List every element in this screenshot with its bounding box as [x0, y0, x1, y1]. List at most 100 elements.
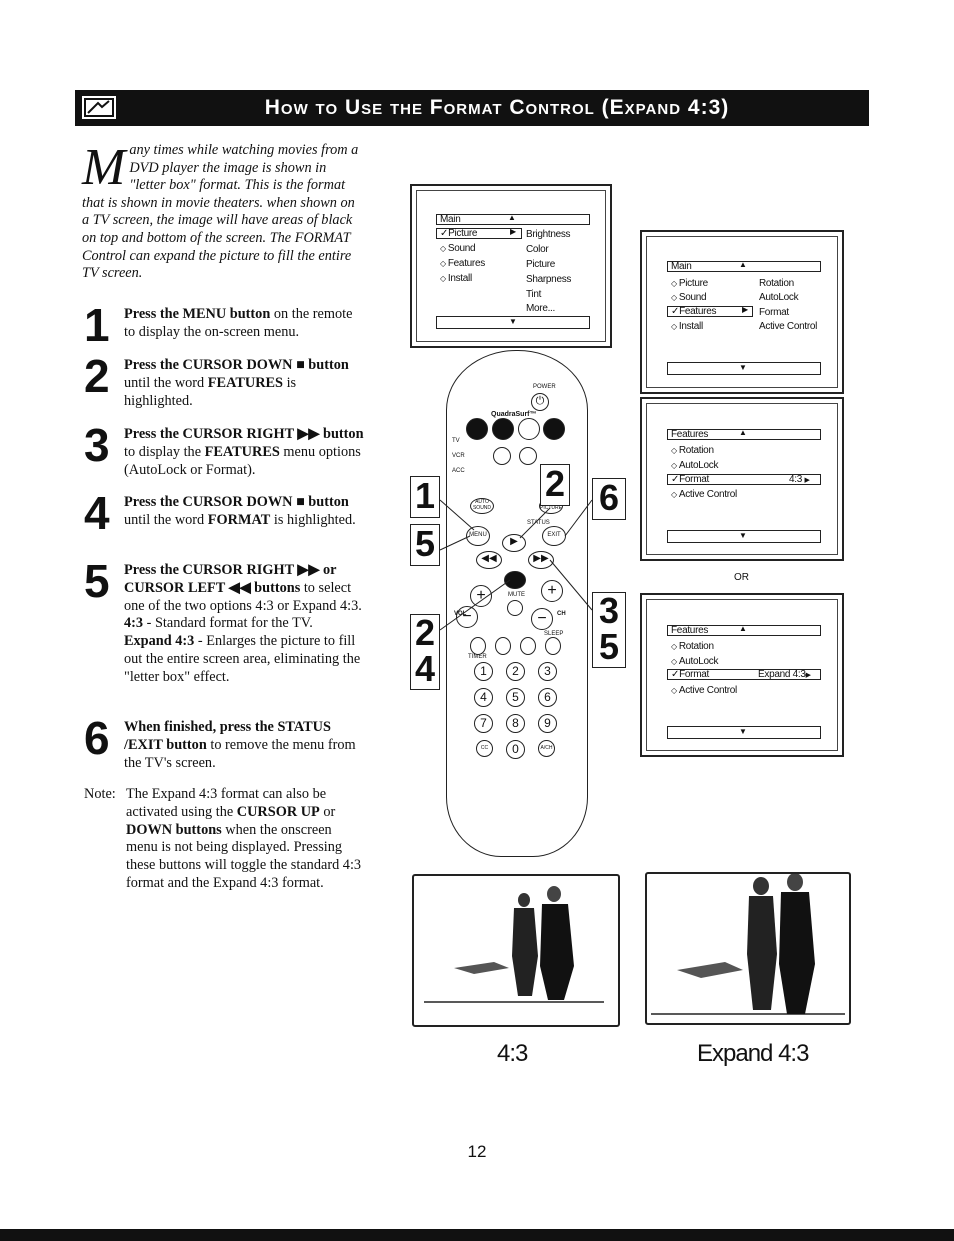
submenu-autolock: AutoLock: [759, 292, 799, 303]
option-4-3-text: - Standard format for the TV.: [143, 615, 313, 632]
smart-button-right[interactable]: [519, 447, 537, 465]
remote-note-icon: [80, 94, 118, 121]
menu-button[interactable]: MENU: [466, 526, 490, 546]
step-bold: When finished, press the STATUS /EXIT bu…: [124, 719, 331, 753]
note-text-2: or: [319, 803, 336, 820]
pause-button[interactable]: [520, 637, 536, 655]
step-number: 1: [84, 299, 110, 351]
cursor-up-button[interactable]: ▶: [502, 534, 526, 552]
menu-screen-format-4-3: Features ▲ Rotation AutoLock ✓Format 4:3…: [640, 397, 844, 561]
down-arrow-icon: ▼: [739, 363, 747, 372]
up-arrow-icon: ▲: [739, 624, 747, 633]
menu-item-format: ✓Format: [671, 474, 709, 485]
note-bold-2: DOWN buttons: [126, 821, 222, 838]
menu-item-autolock: AutoLock: [671, 656, 719, 667]
or-label: OR: [734, 572, 749, 583]
step-6: 6 When finished, press the STATUS /EXIT …: [84, 715, 364, 772]
menu-item-autolock: AutoLock: [671, 460, 719, 471]
cc-button[interactable]: CC: [476, 740, 493, 757]
brand-label: QuadraSurf™: [491, 411, 537, 418]
digit-4-button[interactable]: 4: [474, 688, 493, 707]
menu-item-active-control: Active Control: [671, 685, 737, 696]
right-arrow-icon: ▶: [742, 305, 748, 314]
source-button-blue[interactable]: [543, 418, 565, 440]
step-text: to display the: [124, 443, 205, 460]
callout-leader-lines: [439, 499, 593, 631]
step-bold: Press the CURSOR RIGHT ▶▶ or CURSOR LEFT…: [124, 562, 337, 596]
step-bold-2: FEATURES: [204, 443, 280, 460]
down-arrow-icon: ▼: [739, 727, 747, 736]
picture-4-3: [412, 874, 620, 1027]
section-header-bar: [75, 90, 869, 126]
note: Note: The Expand 4:3 format can also be …: [84, 786, 364, 893]
digit-9-button[interactable]: 9: [538, 714, 557, 733]
digit-2-button[interactable]: 2: [506, 662, 525, 681]
step-text-2: is highlighted.: [270, 511, 356, 528]
step-number: 2: [84, 350, 110, 402]
drop-cap: M: [82, 139, 126, 196]
digit-5-button[interactable]: 5: [506, 688, 525, 707]
step-text: on the remote to display the on-screen m…: [124, 306, 353, 340]
step-text: to select one of the two options 4:3 or …: [124, 579, 362, 614]
note-text-1: The Expand 4:3 format can also be activa…: [126, 786, 327, 820]
digit-0-button[interactable]: 0: [506, 740, 525, 759]
menu-item-active-control: Active Control: [671, 489, 737, 500]
source-button-red[interactable]: [466, 418, 488, 440]
callout-step-1: 1: [410, 476, 440, 518]
source-button-green[interactable]: [492, 418, 514, 440]
option-expand-text: - Enlarges the picture to fill out the e…: [124, 633, 361, 685]
note-text-3: when the onscreen menu is not being disp…: [126, 821, 362, 891]
cursor-left-button[interactable]: ◀◀: [476, 551, 502, 569]
tv-mode-label: TV: [452, 438, 460, 444]
page-number: 12: [467, 1142, 487, 1161]
couple-photo-letterbox: [416, 878, 616, 1023]
alt-channel-button[interactable]: A/CH: [538, 740, 555, 757]
volume-up-button[interactable]: +: [470, 585, 492, 607]
menu-screen-main-features: Main ▲ Picture Sound ✓Features ▶ Install…: [640, 230, 844, 394]
digit-6-button[interactable]: 6: [538, 688, 557, 707]
digit-8-button[interactable]: 8: [506, 714, 525, 733]
power-button[interactable]: ⏻: [531, 393, 549, 411]
up-arrow-icon: ▲: [739, 260, 747, 269]
digit-1-button[interactable]: 1: [474, 662, 493, 681]
step-1: 1 Press the MENU button on the remote to…: [84, 302, 364, 348]
step-text-2: menu options (AutoLock or Format).: [124, 443, 361, 478]
step-text: until the word: [124, 511, 208, 528]
menu-item-install: Install: [440, 273, 472, 284]
smart-button-left[interactable]: [493, 447, 511, 465]
menu-screen-main-picture: Main ▲ ✓Picture ▶ Sound Features Install…: [410, 184, 612, 348]
cursor-down-button[interactable]: [504, 571, 526, 589]
timer-label: TIMER: [468, 654, 487, 660]
caption-expand-4-3: Expand 4:3: [697, 1040, 809, 1067]
auto-sound-button[interactable]: AUTO SOUND: [470, 498, 494, 514]
step-bold: Press the CURSOR DOWN ■ button: [124, 494, 349, 510]
status-label: STATUS: [527, 520, 550, 526]
stop-button[interactable]: [495, 637, 511, 655]
step-number: 3: [84, 419, 110, 471]
digit-7-button[interactable]: 7: [474, 714, 493, 733]
step-bold-2: FEATURES: [207, 374, 284, 391]
menu-title: Features: [671, 625, 709, 636]
digit-3-button[interactable]: 3: [538, 662, 557, 681]
down-arrow-icon: ▼: [509, 317, 517, 326]
step-4: 4 Press the CURSOR DOWN ■ button until t…: [84, 490, 364, 536]
up-arrow-icon: ▲: [508, 213, 516, 222]
format-value: Expand 4:3▶: [758, 669, 811, 680]
submenu-rotation: Rotation: [759, 278, 794, 289]
record-button[interactable]: [470, 637, 486, 655]
mute-button[interactable]: [507, 600, 523, 616]
channel-down-button[interactable]: −: [531, 608, 553, 630]
source-button-yellow[interactable]: [518, 418, 540, 440]
volume-down-button[interactable]: −: [456, 606, 478, 628]
menu-title: Main: [671, 261, 692, 272]
sleep-button[interactable]: [545, 637, 561, 655]
submenu-active-control: Active Control: [759, 321, 818, 332]
step-text: to remove the menu from the TV's screen.: [124, 736, 356, 771]
submenu-picture: Picture: [526, 259, 556, 270]
format-value: 4:3 ▶: [789, 474, 810, 485]
cursor-right-button[interactable]: ▶▶: [528, 551, 554, 569]
channel-up-button[interactable]: +: [541, 580, 563, 602]
submenu-more: More...: [526, 303, 556, 314]
